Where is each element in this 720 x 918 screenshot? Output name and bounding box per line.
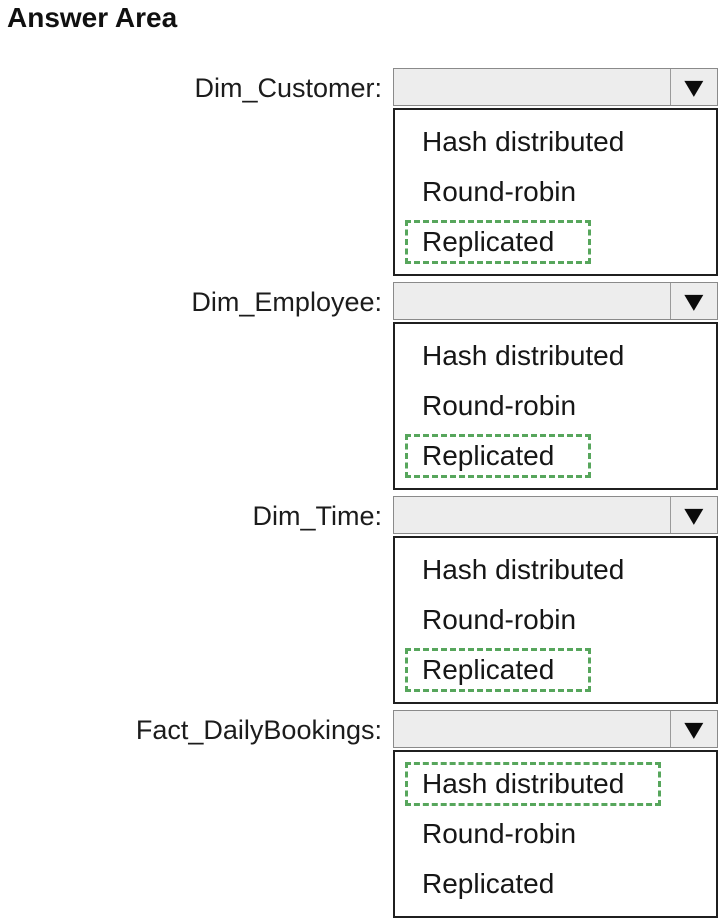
option-item[interactable]: Hash distributed — [395, 759, 716, 809]
dropdown-arrow-button[interactable]: ▼ — [670, 69, 717, 105]
dropdown-value — [394, 283, 670, 319]
option-item[interactable]: Replicated — [395, 859, 716, 909]
option-label: Round-robin — [422, 604, 577, 635]
option-item[interactable]: Hash distributed — [395, 331, 716, 381]
selected-option: Replicated — [405, 648, 592, 692]
dropdown-select[interactable]: ▼ — [393, 710, 718, 748]
option-item[interactable]: Hash distributed — [395, 117, 716, 167]
option-item[interactable]: Round-robin — [395, 381, 716, 431]
option-item[interactable]: Replicated — [395, 431, 716, 481]
selected-option: Replicated — [405, 434, 592, 478]
option-label: Replicated — [422, 868, 555, 899]
field-label: Dim_Employee: — [191, 287, 382, 317]
option-label: Round-robin — [422, 390, 577, 421]
dropdown-select[interactable]: ▼ — [393, 282, 718, 320]
field-label: Fact_DailyBookings: — [135, 715, 382, 745]
chevron-down-icon: ▼ — [677, 71, 711, 103]
chevron-down-icon: ▼ — [677, 499, 711, 531]
field-label: Dim_Customer: — [194, 73, 382, 103]
page-title: Answer Area — [7, 2, 178, 33]
dropdown-select[interactable]: ▼ — [393, 68, 718, 106]
option-item[interactable]: Round-robin — [395, 809, 716, 859]
option-item[interactable]: Round-robin — [395, 595, 716, 645]
chevron-down-icon: ▼ — [677, 285, 711, 317]
dropdown-value — [394, 497, 670, 533]
field-label: Dim_Time: — [252, 501, 382, 531]
option-item[interactable]: Replicated — [395, 217, 716, 267]
selected-option: Hash distributed — [405, 762, 662, 806]
option-label: Round-robin — [422, 176, 577, 207]
option-label: Round-robin — [422, 818, 577, 849]
dropdown-arrow-button[interactable]: ▼ — [670, 497, 717, 533]
dropdown-arrow-button[interactable]: ▼ — [670, 283, 717, 319]
option-item[interactable]: Round-robin — [395, 167, 716, 217]
option-label: Hash distributed — [422, 126, 625, 157]
option-item[interactable]: Hash distributed — [395, 545, 716, 595]
selected-option: Replicated — [405, 220, 592, 264]
dropdown-value — [394, 711, 670, 747]
dropdown-value — [394, 69, 670, 105]
option-label: Hash distributed — [422, 554, 625, 585]
option-label: Hash distributed — [422, 340, 625, 371]
option-item[interactable]: Replicated — [395, 645, 716, 695]
dropdown-arrow-button[interactable]: ▼ — [670, 711, 717, 747]
chevron-down-icon: ▼ — [677, 713, 711, 745]
dropdown-select[interactable]: ▼ — [393, 496, 718, 534]
